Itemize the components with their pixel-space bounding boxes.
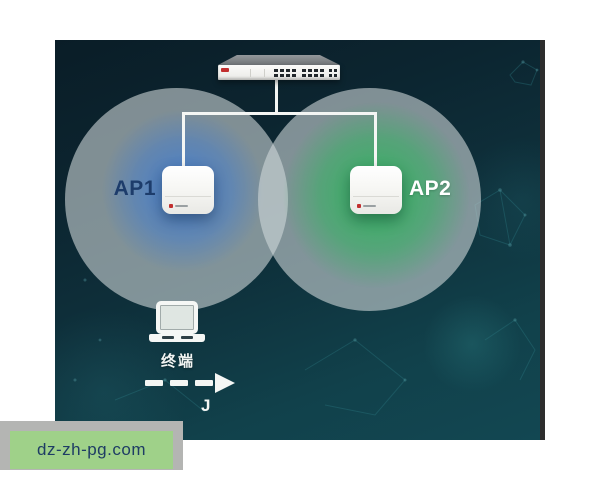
ap-logo-mark bbox=[169, 204, 173, 208]
distribution-wire bbox=[182, 112, 377, 115]
ap1-label: AP1 bbox=[113, 177, 156, 200]
switch-panel-divider bbox=[264, 69, 265, 77]
switch-ports-icon bbox=[302, 73, 326, 77]
ap-vendor-logo bbox=[357, 204, 376, 208]
watermark-text: dz-zh-pg.com bbox=[37, 440, 146, 459]
terminal-label: 终端 bbox=[160, 353, 195, 370]
switch-ports-icon bbox=[302, 68, 326, 72]
ap-vendor-logo bbox=[169, 204, 188, 208]
ap2-label: AP2 bbox=[409, 177, 452, 200]
roam-arrow-head-icon bbox=[215, 373, 235, 393]
switch-uplink-wire bbox=[275, 78, 278, 114]
ap2-device bbox=[350, 166, 402, 214]
laptop-base-icon bbox=[149, 334, 205, 342]
network-diagram-image: AP1 AP2 终端 J bbox=[55, 40, 545, 440]
laptop-icon bbox=[156, 301, 198, 334]
switch-panel-divider bbox=[250, 69, 251, 77]
roam-arrow-dash bbox=[145, 380, 163, 386]
switch-uplink-ports-icon bbox=[329, 73, 337, 77]
switch-vendor-logo bbox=[221, 68, 229, 72]
ap-logo-text bbox=[363, 205, 376, 207]
roam-arrow-dash bbox=[195, 380, 213, 386]
ap-logo-mark bbox=[357, 204, 361, 208]
background-constellation-pattern bbox=[73, 60, 539, 416]
switch-uplink-ports-icon bbox=[329, 68, 337, 72]
ap2-wire bbox=[374, 112, 377, 168]
ap1-device bbox=[162, 166, 214, 214]
switch-ports-icon bbox=[274, 73, 298, 77]
laptop-notch bbox=[181, 336, 193, 339]
laptop-notch bbox=[162, 336, 174, 339]
ap-device-seam bbox=[165, 196, 211, 198]
watermark-badge: dz-zh-pg.com bbox=[10, 431, 173, 469]
ethernet-switch bbox=[218, 65, 340, 80]
partial-text-glyph: J bbox=[201, 396, 211, 415]
switch-ports-icon bbox=[274, 68, 298, 72]
ap1-wire bbox=[182, 112, 185, 168]
roam-arrow-dash bbox=[170, 380, 188, 386]
ap-device-seam bbox=[353, 196, 399, 198]
ap-logo-text bbox=[175, 205, 188, 207]
switch-top-face bbox=[218, 55, 340, 65]
